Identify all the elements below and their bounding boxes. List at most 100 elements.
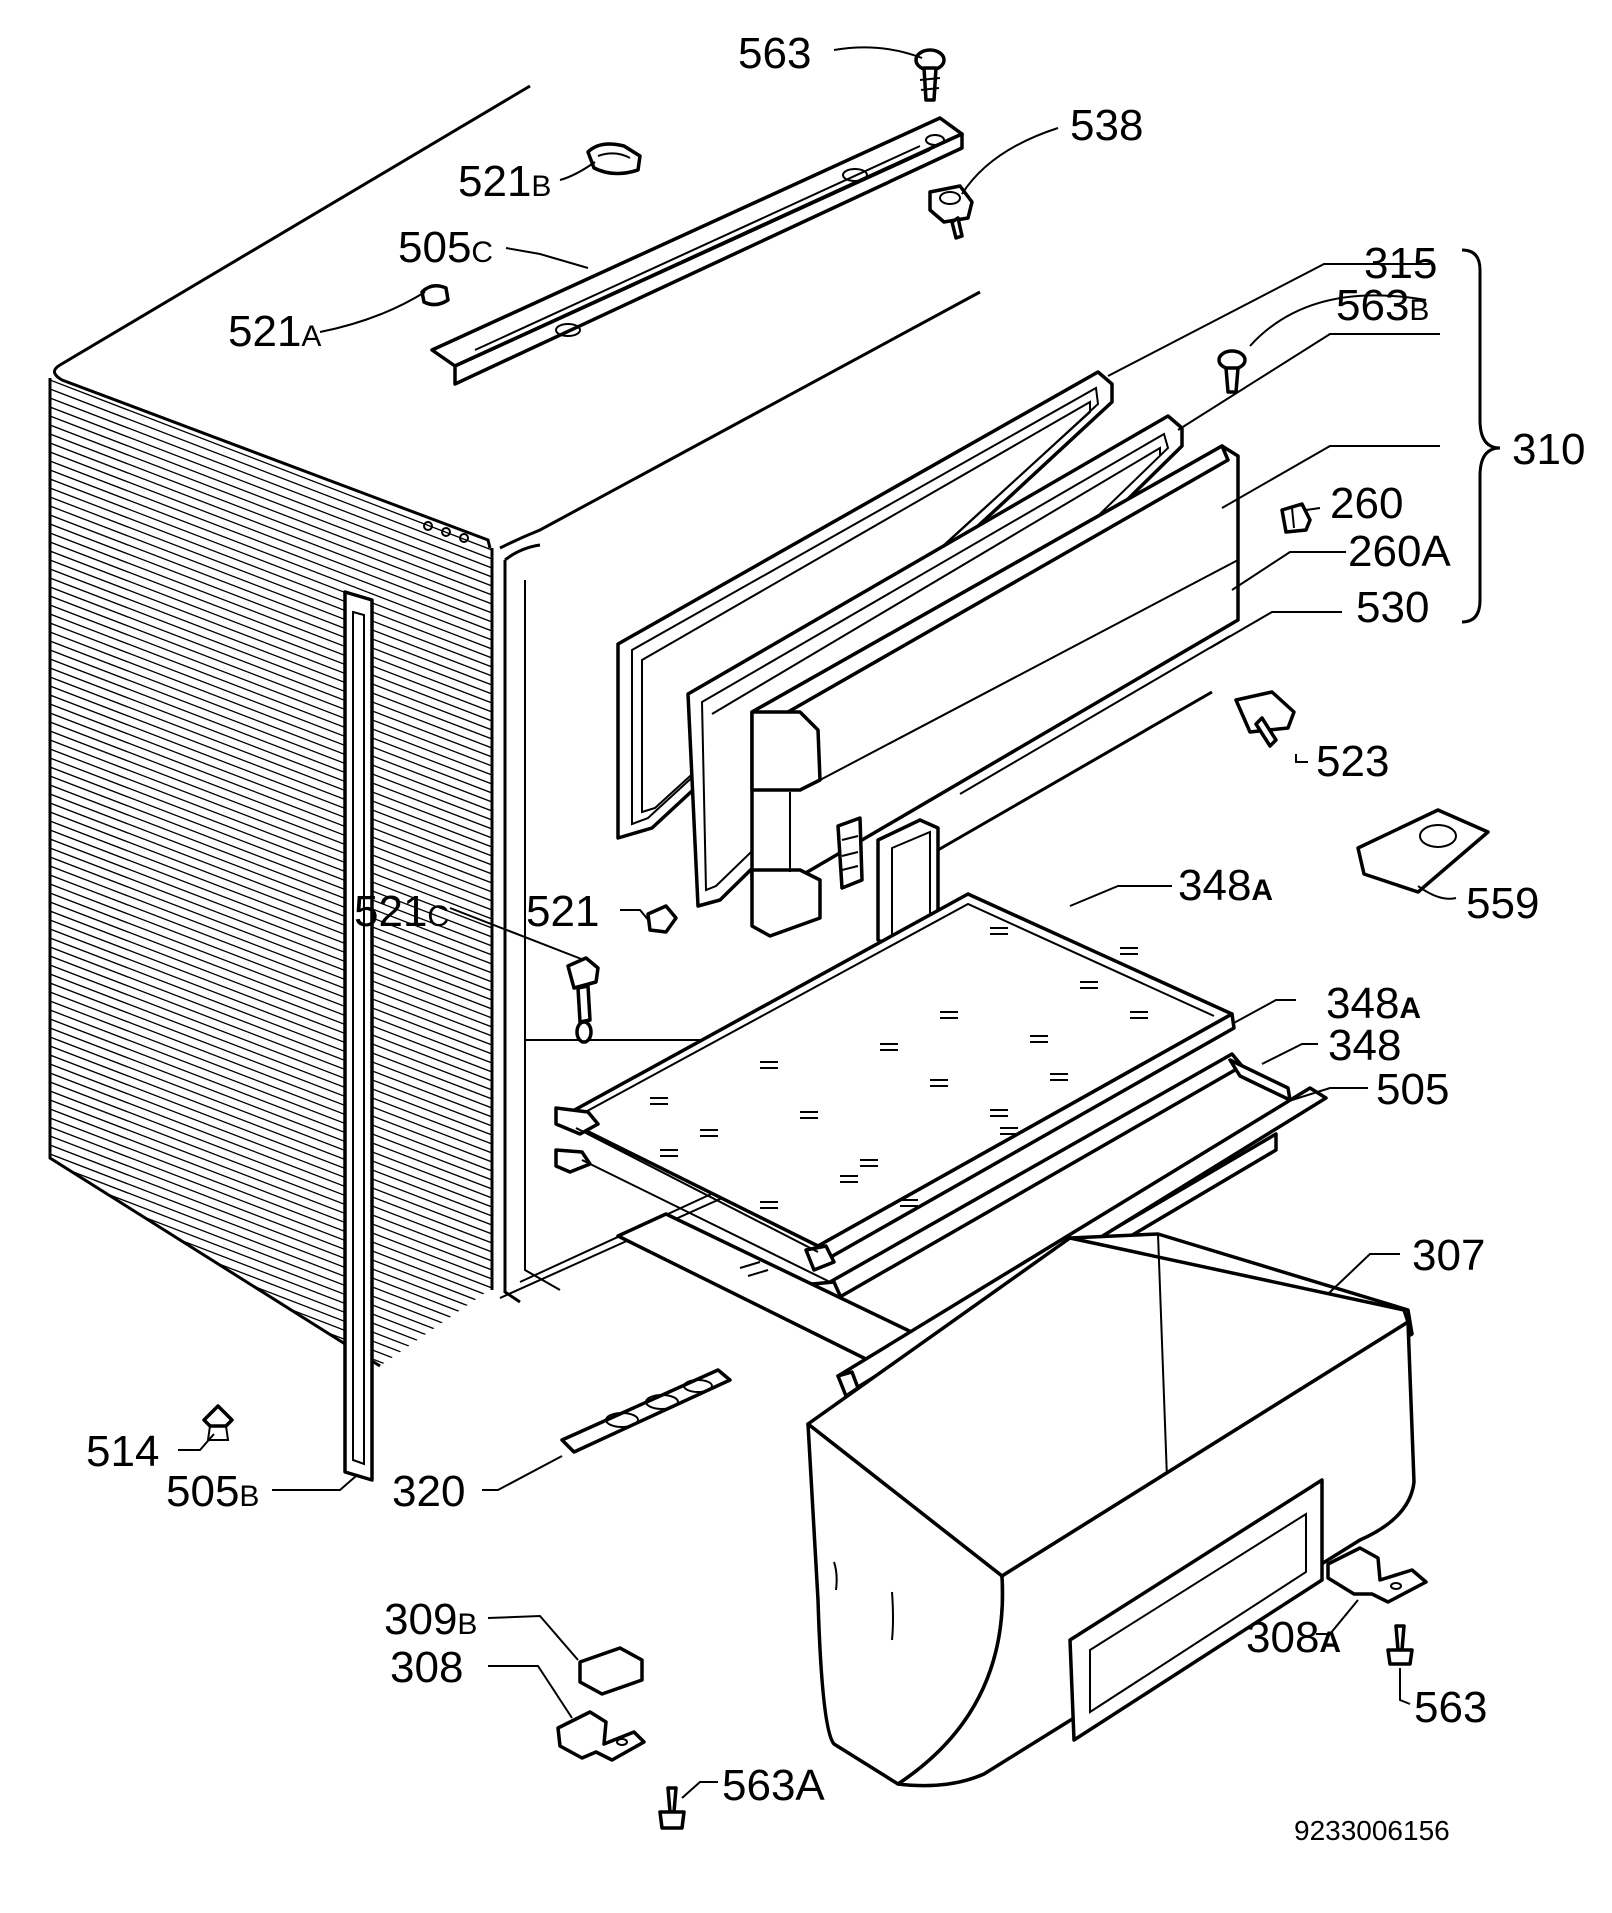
side-hatch-line <box>50 892 492 1064</box>
part-260-clip <box>1280 502 1312 534</box>
side-hatch-line <box>50 874 492 1046</box>
side-hatch-line <box>50 1162 492 1334</box>
side-hatch-line <box>50 748 492 920</box>
side-hatch-line <box>50 982 492 1154</box>
side-hatch-line <box>50 721 492 893</box>
side-hatch-line <box>50 811 492 983</box>
side-hatch-line <box>50 1144 492 1316</box>
side-hatch-line <box>50 928 492 1100</box>
side-hatch-line <box>50 1279 492 1366</box>
side-hatch-line <box>50 676 492 848</box>
side-hatch-line <box>50 1000 492 1172</box>
label-521: 521 <box>526 887 599 936</box>
cabinet-dot <box>423 521 433 531</box>
side-hatch-line <box>50 1090 492 1262</box>
label-505: 505 <box>1376 1065 1449 1114</box>
side-hatch-line <box>50 1009 492 1181</box>
part-505b-strip <box>343 590 374 1482</box>
side-hatch-line <box>50 847 492 1019</box>
label-348a-top: 348A <box>1178 861 1273 910</box>
side-hatch-line <box>50 1171 492 1343</box>
side-hatch-line <box>50 442 492 614</box>
door-edge-line <box>937 690 1213 852</box>
label-530: 530 <box>1356 583 1429 632</box>
label-308: 308 <box>390 1643 463 1692</box>
side-hatch-line <box>50 937 492 1109</box>
side-hatch-line <box>50 1063 492 1235</box>
side-hatch-line <box>50 541 492 713</box>
side-hatch-line <box>50 1117 492 1289</box>
side-hatch-line <box>50 586 492 758</box>
side-hatch-line <box>50 919 492 1091</box>
side-hatch-line <box>50 613 492 785</box>
door-handle-block <box>750 710 822 792</box>
side-hatch-line <box>50 1045 492 1217</box>
part-505c-top-rail <box>430 116 964 386</box>
label-307: 307 <box>1412 1231 1485 1280</box>
label-538: 538 <box>1070 101 1143 150</box>
part-563b-screw <box>1217 349 1247 394</box>
drawing-code: 9233006156 <box>1294 1815 1450 1846</box>
side-hatch-line <box>50 649 492 821</box>
side-hatch-line <box>50 523 492 695</box>
side-hatch-line <box>50 712 492 884</box>
side-hatch-line <box>50 739 492 911</box>
side-hatch-line <box>50 388 492 560</box>
side-hatch-line <box>50 640 492 812</box>
part-308-bracket <box>556 1710 646 1762</box>
side-hatch-line <box>50 514 492 686</box>
side-hatch-line <box>50 487 492 659</box>
side-hatch-line <box>50 550 492 722</box>
label-260: 260 <box>1330 479 1403 528</box>
side-hatch-line <box>50 1252 492 1366</box>
side-hatch-line <box>50 1180 492 1352</box>
side-hatch-line <box>50 793 492 965</box>
cabinet-top-front-edge <box>499 290 981 550</box>
side-hatch-line <box>50 460 492 632</box>
label-348: 348 <box>1328 1021 1401 1070</box>
side-hatch-line <box>50 1225 492 1366</box>
side-hatch-line <box>50 433 492 605</box>
drawer-handle-recess <box>1068 1478 1324 1742</box>
side-hatch-line <box>50 595 492 767</box>
label-309b: 309B <box>384 1595 477 1644</box>
side-hatch-line <box>50 496 492 668</box>
cabinet-front-corner <box>504 543 541 562</box>
side-hatch-line <box>50 856 492 1028</box>
side-hatch-line <box>50 577 492 749</box>
side-hatch-line <box>50 1027 492 1199</box>
side-hatch-line <box>50 820 492 992</box>
part-307-drawer <box>806 1232 1416 1788</box>
side-hatch-line <box>50 1261 492 1366</box>
side-hatch-line <box>50 685 492 857</box>
side-hatch-line <box>50 883 492 1055</box>
side-hatch-line <box>50 532 492 704</box>
part-563a-screw <box>658 1786 686 1830</box>
part-labels: 563 538 521B 505C 521A 315 563B 310 260 … <box>86 29 1585 1846</box>
label-315: 315 <box>1364 239 1437 288</box>
side-hatch-line <box>50 1234 492 1366</box>
side-hatch-line <box>50 1126 492 1298</box>
side-hatch-line <box>50 379 492 551</box>
cabinet-bottom-edge <box>499 1189 741 1299</box>
part-563-top-screw <box>914 48 946 102</box>
side-hatch-line <box>50 1054 492 1226</box>
cabinet-inner-liner <box>524 580 561 1291</box>
part-563-right-screw <box>1386 1624 1414 1666</box>
label-521c: 521C <box>354 887 449 936</box>
part-559-cover <box>1356 808 1490 894</box>
part-521-latch <box>646 904 678 934</box>
side-hatch-line <box>50 991 492 1163</box>
part-260-door-panel <box>750 444 1240 938</box>
part-309b-pad <box>578 1646 644 1696</box>
side-hatch-line <box>50 622 492 794</box>
label-308a: 308A <box>1246 1613 1341 1662</box>
side-hatch-line <box>50 451 492 623</box>
cabinet-dot <box>441 527 451 537</box>
part-308a-bracket <box>1326 1546 1428 1604</box>
label-260a: 260A <box>1348 527 1451 576</box>
side-hatch-line <box>50 1072 492 1244</box>
side-hatch-line <box>50 1189 492 1361</box>
